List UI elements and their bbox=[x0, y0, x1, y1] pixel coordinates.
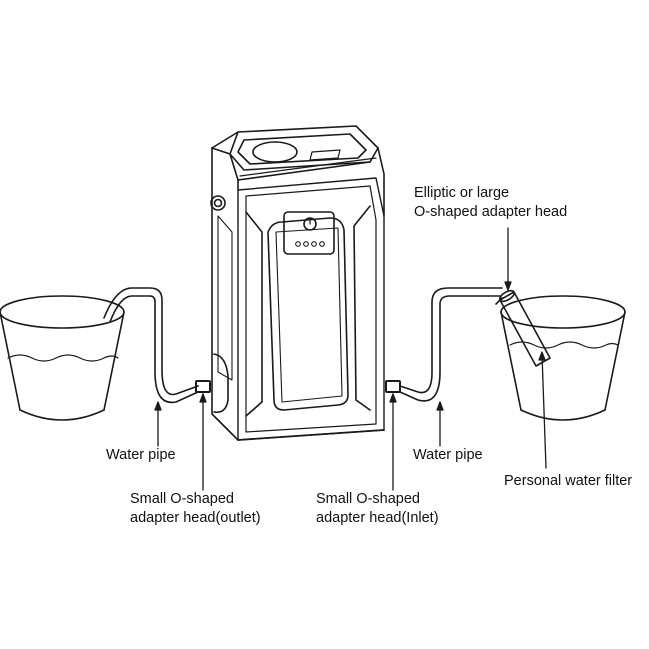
leader-lines bbox=[154, 227, 547, 491]
left-cup bbox=[0, 295, 125, 421]
led-indicator-3 bbox=[311, 241, 317, 247]
label-elliptic-adapter: Elliptic or large O-shaped adapter head bbox=[414, 184, 567, 222]
elliptic-label-line1: Elliptic or large bbox=[414, 185, 510, 201]
personal-water-filter bbox=[495, 289, 551, 367]
led-indicator-4 bbox=[319, 241, 325, 247]
outlet-label-line2: adapter head(outlet) bbox=[130, 510, 261, 526]
right-water-pipe bbox=[399, 287, 503, 402]
outlet-adapter-head bbox=[195, 380, 211, 393]
label-inlet-adapter: Small O-shaped adapter head(Inlet) bbox=[316, 490, 439, 528]
label-water-pipe-left: Water pipe bbox=[106, 447, 176, 463]
label-outlet-adapter: Small O-shaped adapter head(outlet) bbox=[130, 490, 261, 528]
right-cup bbox=[500, 295, 626, 421]
led-indicator-1 bbox=[295, 241, 301, 247]
inlet-label-line1: Small O-shaped bbox=[316, 491, 420, 507]
left-cup-water-line bbox=[7, 354, 119, 362]
inlet-label-line2: adapter head(Inlet) bbox=[316, 510, 439, 526]
side-port-icon bbox=[210, 195, 226, 211]
right-cup-water-line bbox=[509, 341, 619, 349]
elliptic-label-line2: O-shaped adapter head bbox=[414, 204, 568, 220]
filter-device bbox=[210, 125, 385, 441]
control-panel bbox=[283, 211, 335, 255]
label-personal-filter: Personal water filter bbox=[504, 473, 633, 489]
left-water-pipe bbox=[103, 287, 199, 404]
outlet-label-line1: Small O-shaped bbox=[130, 491, 234, 507]
label-water-pipe-right: Water pipe bbox=[413, 447, 483, 463]
led-indicator-2 bbox=[303, 241, 309, 247]
inlet-adapter-head bbox=[385, 380, 401, 393]
